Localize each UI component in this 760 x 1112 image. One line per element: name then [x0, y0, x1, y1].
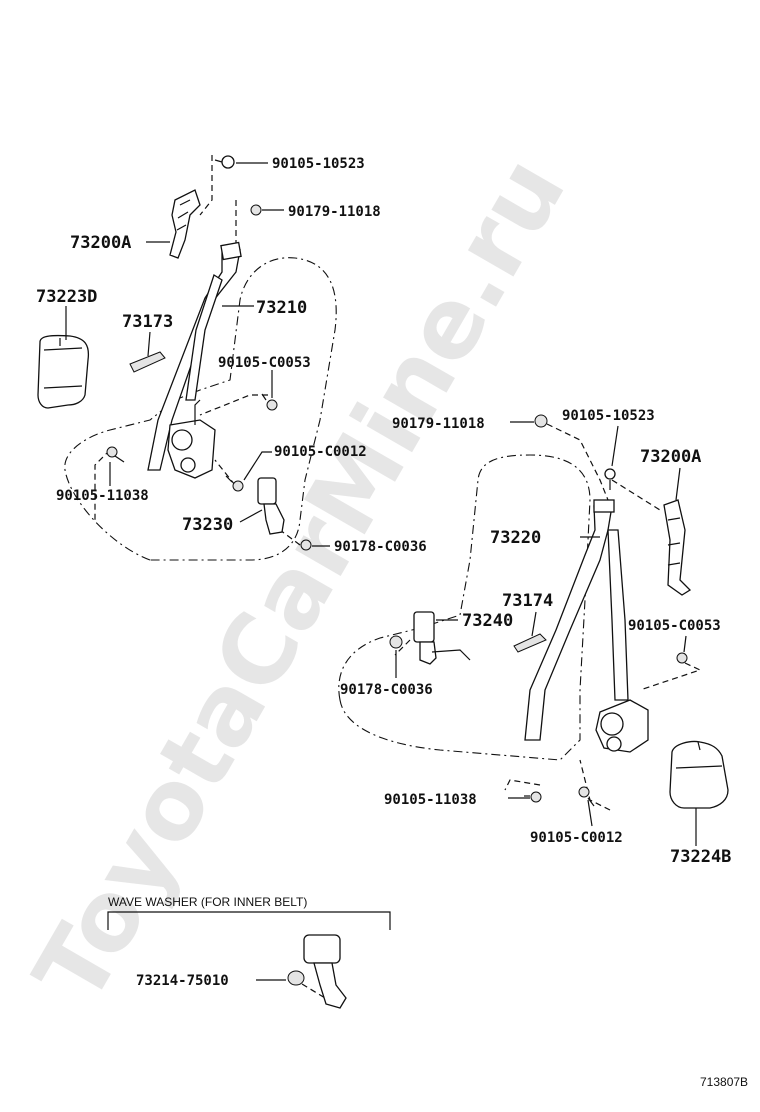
right-anchor-bracket — [663, 499, 692, 596]
right-dash-mid — [639, 662, 702, 691]
label-right-bolt-top: 90105-10523 — [562, 408, 655, 424]
left-bolt-retractor — [225, 475, 244, 492]
left-cover — [37, 334, 90, 409]
label-left-bolt-buckle: 90178-C0036 — [334, 539, 427, 555]
inset-buckle — [303, 934, 347, 1009]
right-bolt-lower — [524, 791, 542, 803]
label-right-nut-top: 90179-11018 — [392, 416, 485, 432]
label-right-bolt-mid: 90105-C0053 — [628, 618, 721, 634]
label-left-nut-top: 90179-11018 — [288, 204, 381, 220]
inset-bracket — [107, 911, 391, 930]
right-dash-retractor — [579, 759, 611, 811]
label-right-bolt-buckle: 90178-C0036 — [340, 682, 433, 698]
right-dash-lower — [504, 779, 541, 791]
right-bolt-mid — [676, 652, 688, 664]
right-buckle — [413, 611, 471, 665]
left-bolt-mid — [261, 393, 278, 411]
wave-washer-inset: WAVE WASHER (FOR INNER BELT) 73214-75010 — [107, 895, 391, 1009]
label-right-anchor: 73200A — [640, 447, 701, 467]
left-guide — [129, 351, 166, 373]
diagram-code: 713807B — [700, 1075, 748, 1089]
label-left-bolt-lower: 90105-11038 — [56, 488, 149, 504]
inset-washer — [287, 970, 326, 999]
left-bolt-top — [214, 155, 235, 169]
wave-washer-note: WAVE WASHER (FOR INNER BELT) — [108, 895, 307, 909]
leader-right-anchor — [675, 467, 681, 501]
right-bolt-retractor — [578, 786, 595, 807]
leader-right-bolt-retractor — [587, 799, 593, 827]
left-dash-lower — [94, 449, 111, 520]
left-bolt-buckle — [300, 539, 312, 551]
right-belt — [524, 499, 629, 741]
label-left-bolt-mid: 90105-C0053 — [218, 355, 311, 371]
right-guide — [513, 633, 547, 653]
right-bolt-buckle — [389, 635, 403, 649]
left-seat-outline — [64, 257, 337, 561]
leader-right-guide — [531, 611, 537, 637]
left-nut-top — [250, 204, 262, 216]
label-left-buckle: 73230 — [182, 515, 233, 535]
right-retractor — [595, 699, 649, 753]
left-retractor — [167, 399, 216, 479]
right-bolt-top — [604, 468, 616, 490]
right-dash-bolt-top — [611, 479, 661, 511]
label-right-bolt-retractor: 90105-C0012 — [530, 830, 623, 846]
left-anchor-bracket — [169, 189, 201, 259]
label-right-bolt-lower: 90105-11038 — [384, 792, 477, 808]
leader-right-bolt-mid — [683, 635, 687, 653]
leader-left-guide — [147, 331, 151, 357]
label-washer: 73214-75010 — [136, 973, 229, 989]
right-dash-buckle — [394, 639, 411, 656]
left-dash-bolt-top — [199, 155, 213, 216]
label-left-bolt-retractor: 90105-C0012 — [274, 444, 367, 460]
right-nut-top — [534, 414, 548, 428]
label-right-belt: 73220 — [490, 528, 541, 548]
label-right-cover: 73224B — [670, 847, 731, 867]
left-dash-mid — [199, 394, 268, 416]
right-cover — [669, 740, 729, 809]
label-left-anchor: 73200A — [70, 233, 131, 253]
left-bolt-lower — [106, 446, 125, 463]
left-buckle — [257, 477, 285, 535]
leader-left-buckle — [239, 509, 263, 523]
leader-left-bolt-retractor — [243, 451, 272, 481]
label-left-bolt-top: 90105-10523 — [272, 156, 365, 172]
label-right-buckle: 73240 — [462, 611, 513, 631]
left-belt — [147, 241, 242, 471]
label-left-guide: 73173 — [122, 312, 173, 332]
left-dash-buckle — [279, 529, 301, 546]
label-left-cover: 73223D — [36, 287, 97, 307]
right-seat-outline — [338, 454, 591, 761]
label-right-guide: 73174 — [502, 591, 553, 611]
label-left-belt: 73210 — [256, 298, 307, 318]
right-dash-nut-top — [546, 423, 609, 501]
watermark: ToyotaCarMine.ru — [13, 139, 587, 1022]
leader-right-bolt-top — [611, 425, 619, 467]
